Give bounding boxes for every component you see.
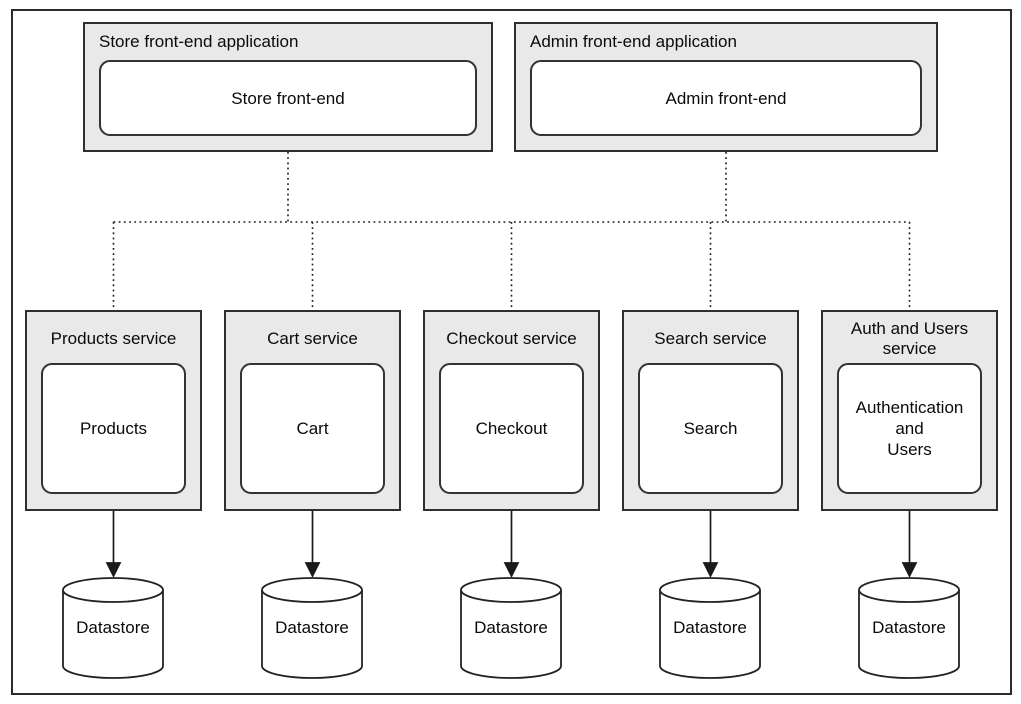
search-service-label: Search service xyxy=(654,329,767,348)
database-cylinder-icon xyxy=(261,577,363,679)
cart-service-label: Cart service xyxy=(267,329,358,348)
search-arrowhead-icon xyxy=(702,562,719,578)
database-cylinder-icon xyxy=(460,577,562,679)
admin-frontend-node: Admin front-end xyxy=(530,60,922,136)
auth-users-node: Authentication and Users xyxy=(837,363,982,494)
store-frontend-application-label: Store front-end application xyxy=(99,32,299,51)
cart-datastore-label: Datastore xyxy=(275,618,349,637)
products-service-label: Products service xyxy=(50,329,177,348)
products-datastore: Datastore xyxy=(61,577,165,680)
admin-frontend-application-box: Admin front-end application Admin front-… xyxy=(514,22,938,152)
products-arrowhead-icon xyxy=(105,562,122,578)
auth-users-service-box: Auth and Users service Authentication an… xyxy=(821,310,998,511)
search-service-box: Search service Search xyxy=(622,310,799,511)
auth-users-datastore: Datastore xyxy=(857,577,961,680)
search-datastore: Datastore xyxy=(658,577,762,680)
checkout-service-box: Checkout service Checkout xyxy=(423,310,600,511)
checkout-node: Checkout xyxy=(439,363,584,494)
search-datastore-label: Datastore xyxy=(673,618,747,637)
database-cylinder-icon xyxy=(659,577,761,679)
products-node: Products xyxy=(41,363,186,494)
cart-service-box: Cart service Cart xyxy=(224,310,401,511)
admin-frontend-application-label: Admin front-end application xyxy=(530,32,737,51)
checkout-datastore-label: Datastore xyxy=(474,618,548,637)
auth-users-service-label: Auth and Users service xyxy=(850,319,969,358)
auth-arrowhead-icon xyxy=(901,562,918,578)
dotted-connectors xyxy=(112,152,911,310)
checkout-arrowhead-icon xyxy=(503,562,520,578)
checkout-datastore: Datastore xyxy=(459,577,563,680)
auth-users-datastore-label: Datastore xyxy=(872,618,946,637)
search-node: Search xyxy=(638,363,783,494)
checkout-service-label: Checkout service xyxy=(446,329,577,348)
cart-datastore: Datastore xyxy=(260,577,364,680)
products-datastore-label: Datastore xyxy=(76,618,150,637)
cart-node: Cart xyxy=(240,363,385,494)
datastore-arrows xyxy=(105,511,918,578)
products-service-box: Products service Products xyxy=(25,310,202,511)
database-cylinder-icon xyxy=(62,577,164,679)
store-frontend-application-box: Store front-end application Store front-… xyxy=(83,22,493,152)
diagram-border-frame xyxy=(11,9,1012,695)
database-cylinder-icon xyxy=(858,577,960,679)
cart-arrowhead-icon xyxy=(304,562,321,578)
store-frontend-node: Store front-end xyxy=(99,60,477,136)
